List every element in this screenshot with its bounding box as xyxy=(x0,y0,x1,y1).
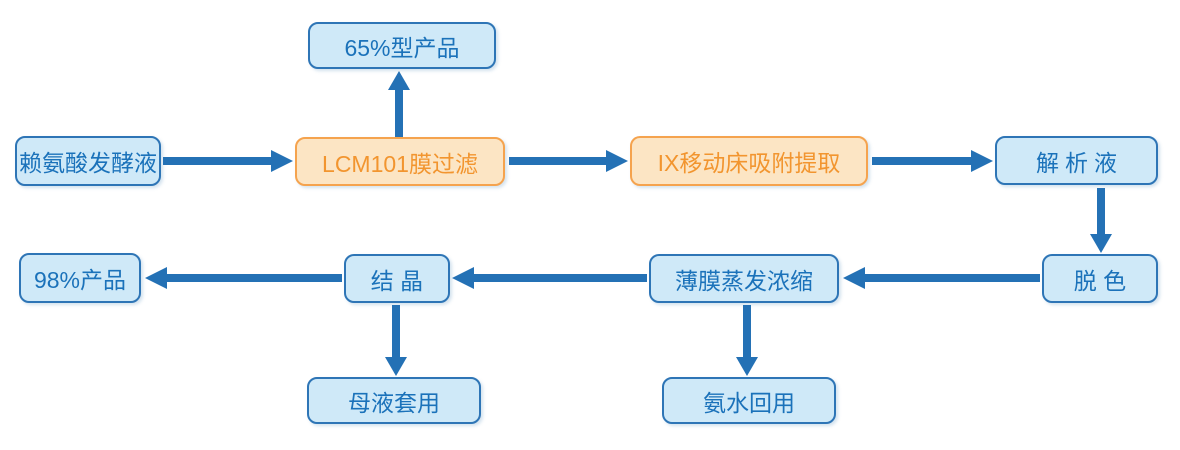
arrow-shaft xyxy=(865,274,1040,282)
arrow-shaft xyxy=(167,274,342,282)
node-ammonia-recycle: 氨水回用 xyxy=(662,377,836,424)
node-membrane-filtration: LCM101膜过滤 xyxy=(295,137,505,186)
node-feed: 赖氨酸发酵液 xyxy=(15,136,161,186)
arrow-shaft xyxy=(392,305,400,357)
arrow-shaft xyxy=(1097,188,1105,234)
arrow-head-right-icon xyxy=(271,150,293,172)
arrow-shaft xyxy=(395,90,403,137)
arrow-shaft xyxy=(163,157,271,165)
arrow-head-right-icon xyxy=(606,150,628,172)
node-mother-liquor-reuse: 母液套用 xyxy=(307,377,481,424)
arrow-shaft xyxy=(743,305,751,357)
node-decolorization: 脱 色 xyxy=(1042,254,1158,303)
node-thin-film-evaporation: 薄膜蒸发浓缩 xyxy=(649,254,839,303)
arrow-head-down-icon xyxy=(736,357,758,376)
arrow-head-right-icon xyxy=(971,150,993,172)
arrow-head-left-icon xyxy=(452,267,474,289)
arrow-head-up-icon xyxy=(388,71,410,90)
arrow-shaft xyxy=(474,274,647,282)
arrow-head-down-icon xyxy=(385,357,407,376)
arrow-shaft xyxy=(509,157,606,165)
arrow-head-down-icon xyxy=(1090,234,1112,253)
node-product-65: 65%型产品 xyxy=(308,22,496,69)
node-product-98: 98%产品 xyxy=(19,253,141,303)
node-crystallization: 结 晶 xyxy=(344,254,450,303)
arrow-head-left-icon xyxy=(843,267,865,289)
node-ix-adsorption: IX移动床吸附提取 xyxy=(630,136,868,186)
node-desorption-liquid: 解析液 xyxy=(995,136,1158,185)
arrow-shaft xyxy=(872,157,971,165)
arrow-head-left-icon xyxy=(145,267,167,289)
